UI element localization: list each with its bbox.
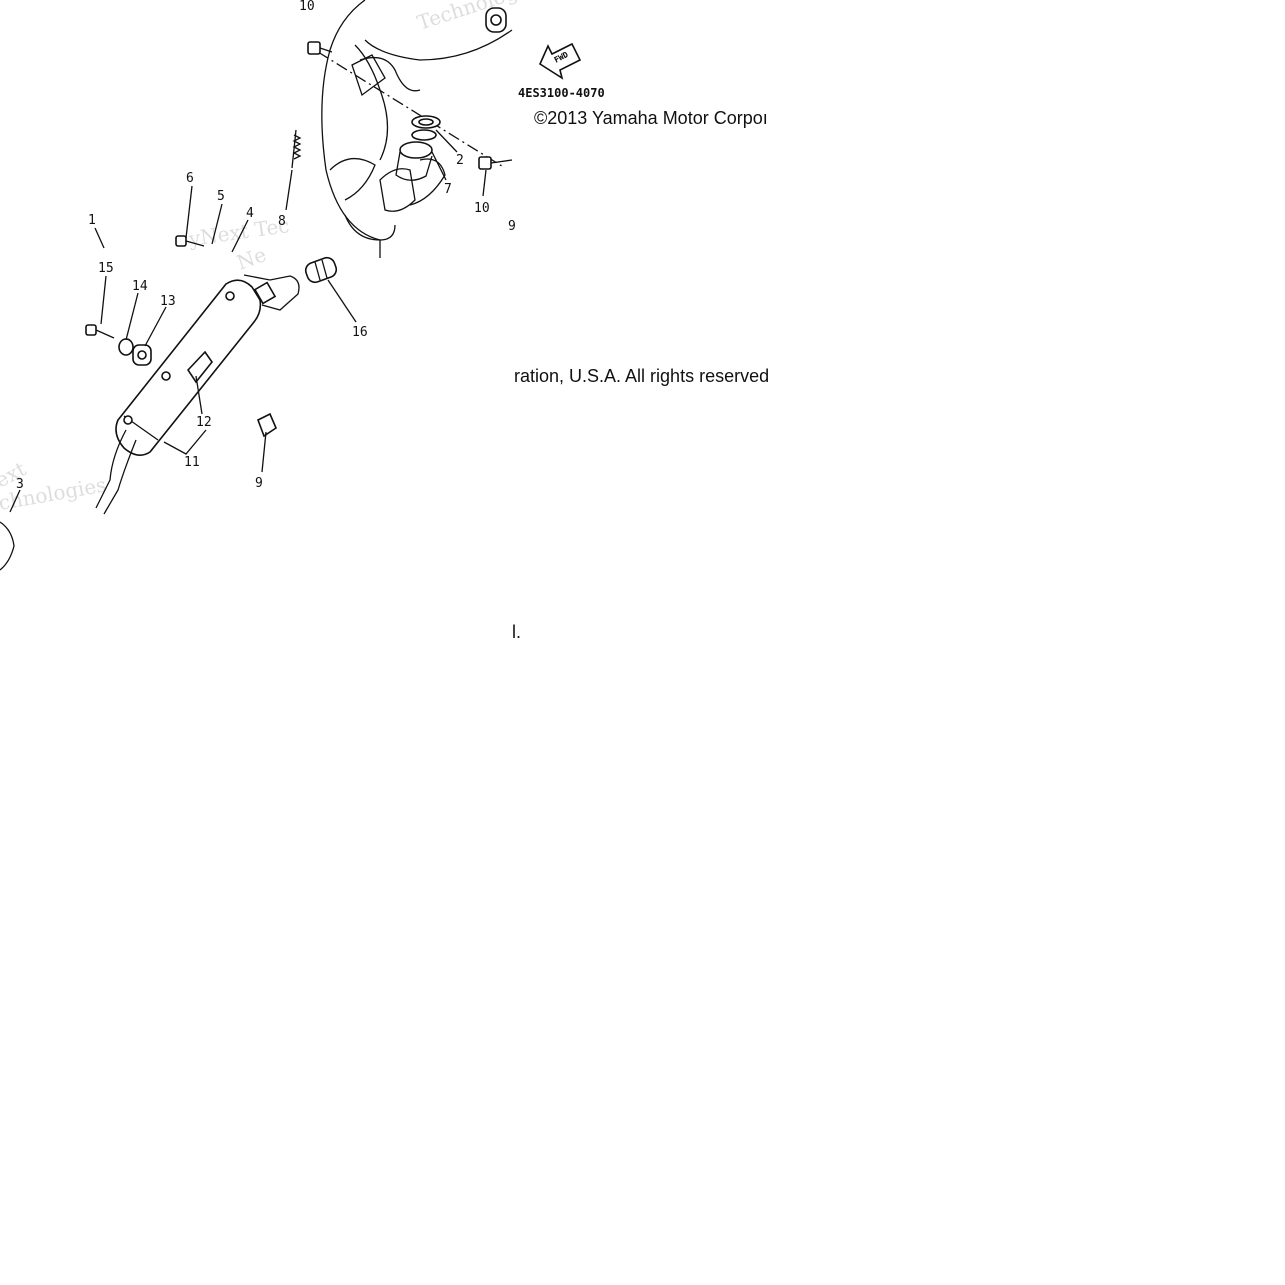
callout-number: 14 [132, 279, 148, 294]
callout-number: 12 [196, 415, 212, 430]
bolt-icon [85, 324, 115, 339]
callout-number: 10 [474, 201, 490, 216]
watermark: Ne [234, 242, 270, 275]
damper-icon [132, 344, 152, 366]
callout-number: 16 [352, 325, 368, 340]
callout-number: 7 [444, 182, 452, 197]
bolt-icon [307, 41, 333, 55]
callout-number: 2 [456, 153, 464, 168]
copyright-line-1: ©2013 Yamaha Motor Corpoı [534, 108, 768, 129]
spring-icon [291, 129, 302, 169]
clip-icon [256, 412, 277, 438]
callout-number: 3 [16, 477, 24, 492]
nut-icon [478, 156, 513, 170]
callout-number: 4 [246, 206, 254, 221]
gasket-icon [411, 115, 441, 141]
callout-number: 9 [255, 476, 263, 491]
damper-icon [485, 7, 507, 33]
copyright-line-3: l. [512, 622, 521, 643]
callout-number: 6 [186, 171, 194, 186]
leader-lines [9, 129, 487, 513]
copyright-line-2: ration, U.S.A. All rights reserved [514, 366, 770, 387]
drawing-code: 4ES3100-4070 [518, 86, 605, 100]
callout-number: 15 [98, 261, 114, 276]
centre-line [317, 51, 506, 169]
callout-number: 8 [278, 214, 286, 229]
callout-number: 1 [88, 213, 96, 228]
callout-number: 13 [160, 294, 176, 309]
muffler [95, 274, 300, 515]
bracket [0, 521, 15, 571]
callout-number: 5 [217, 189, 225, 204]
fwd-arrow-icon: FWD [538, 42, 582, 80]
expansion-chamber [321, 0, 513, 258]
callout-number: 10 [299, 0, 315, 14]
joint-icon [304, 256, 338, 284]
callout-number: 9 [508, 219, 516, 234]
collar-icon [118, 338, 134, 356]
callout-number: 11 [184, 455, 200, 470]
joint-icon [395, 141, 433, 181]
bolt-icon [175, 235, 205, 247]
